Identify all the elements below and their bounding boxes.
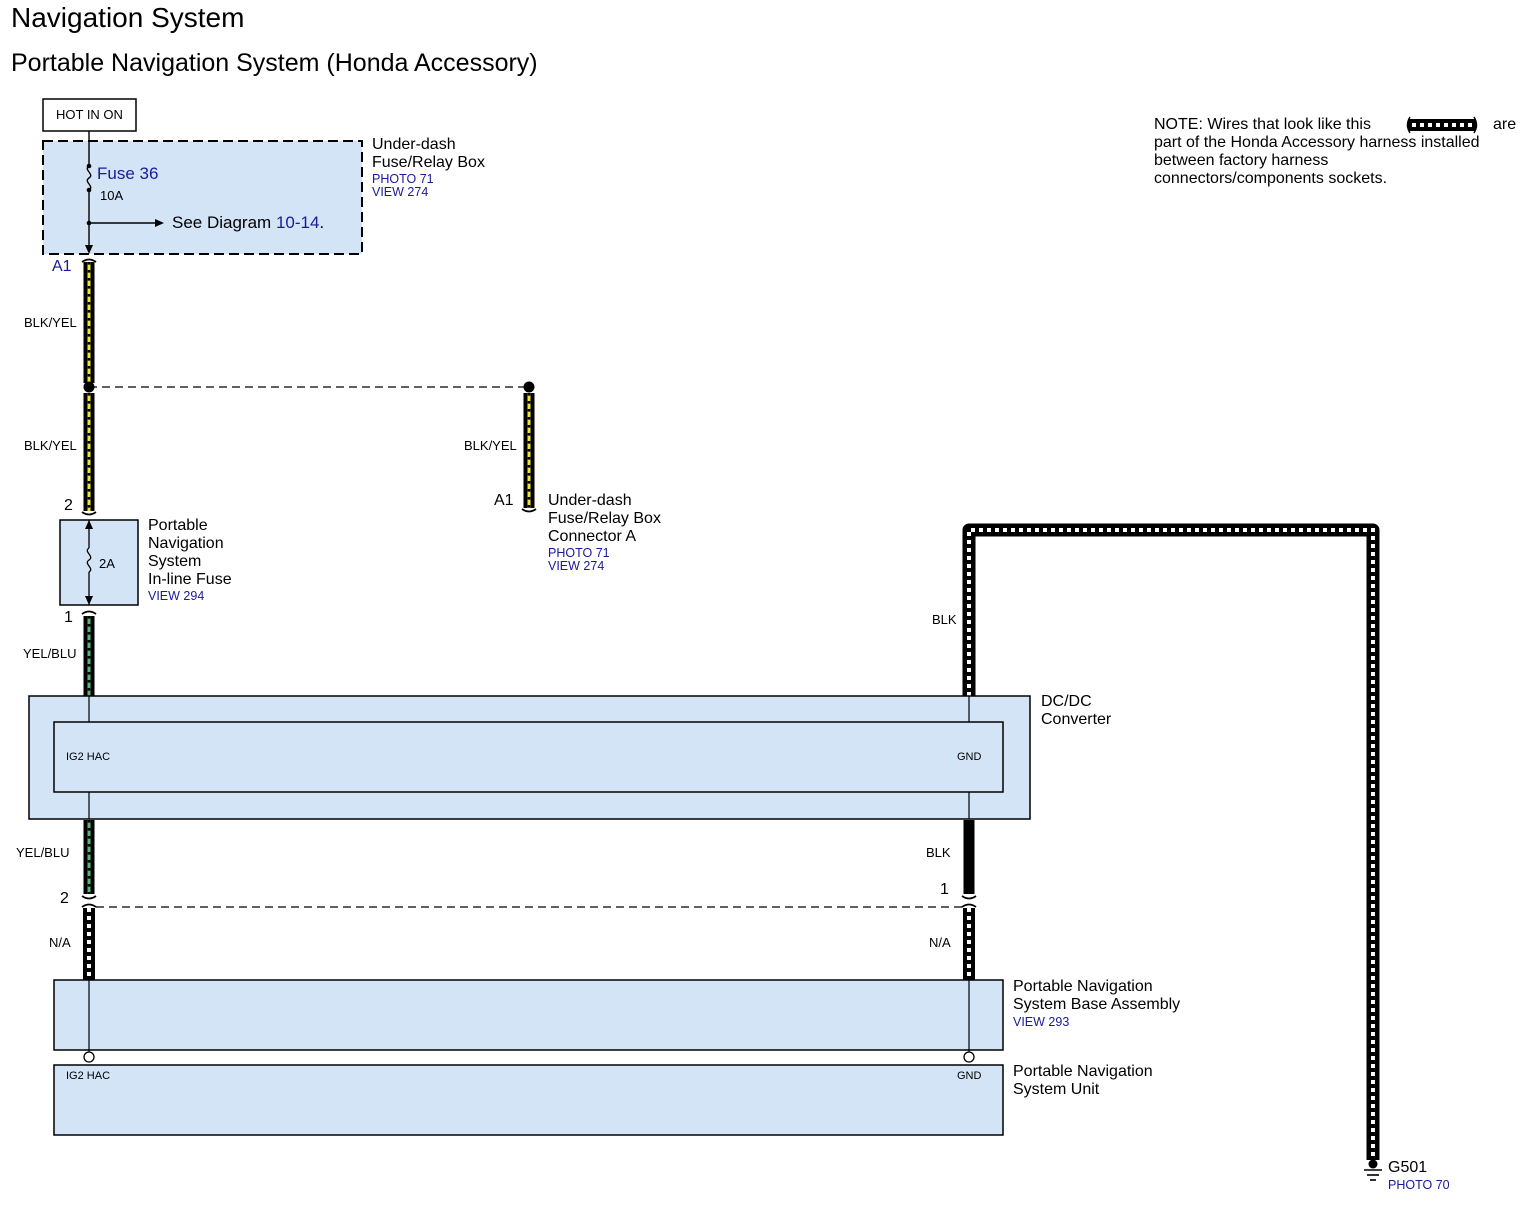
wire-label-blk-2: BLK (926, 845, 951, 860)
note-line-1-post: are (1493, 116, 1517, 133)
pin-inline-in: 2 (64, 497, 73, 514)
nav-unit-terminal-gnd: GND (957, 1070, 982, 1082)
nav-unit-terminal-ig2: IG2 HAC (66, 1070, 111, 1082)
hot-in-on-label: HOT IN ON (56, 107, 123, 122)
see-diagram-text: See Diagram (172, 213, 276, 232)
inline-fuse-rating: 2A (99, 556, 115, 571)
fuse-box-name-2: Fuse/Relay Box (372, 154, 485, 171)
connector-a-name-2: Fuse/Relay Box (548, 510, 661, 527)
inline-fuse-view-link[interactable]: VIEW 294 (148, 589, 205, 603)
note-line-1: NOTE: Wires that look like this (1154, 116, 1371, 134)
dcdc-terminal-gnd: GND (957, 751, 982, 763)
connector-a-name-3: Connector A (548, 528, 637, 545)
ground-photo-link[interactable]: PHOTO 70 (1388, 1178, 1450, 1192)
pin-base-right: 1 (940, 881, 949, 898)
see-diagram-link[interactable]: 10-14 (275, 213, 320, 232)
note-line-3: between factory harness (1154, 152, 1329, 169)
fuse-box-view-link[interactable]: VIEW 274 (372, 185, 429, 199)
wire-label-yel-blu-2: YEL/BLU (16, 845, 70, 860)
dcdc-terminal-ig2: IG2 HAC (66, 751, 111, 763)
wire-label-na-left: N/A (49, 935, 71, 950)
inline-fuse-box (59, 519, 139, 606)
wire-label-blk-yel-3: BLK/YEL (464, 438, 517, 453)
note-sample-wire-icon (1406, 116, 1478, 134)
inline-fuse-name-2: Navigation (148, 535, 224, 552)
nav-unit-name-2: System Unit (1013, 1081, 1100, 1098)
pin-inline-out: 1 (64, 609, 73, 626)
dcdc-name-2: Converter (1041, 711, 1112, 728)
fuse-36-label: Fuse 36 (97, 164, 159, 183)
pin-a1-top: A1 (52, 258, 72, 275)
pin-a1-connector: A1 (494, 492, 514, 509)
page-title: Navigation System (11, 2, 245, 33)
base-terminal-left (83, 1051, 95, 1063)
wire-label-yel-blu-1: YEL/BLU (23, 646, 77, 661)
wire-label-blk-yel-1: BLK/YEL (24, 315, 77, 330)
fuse-36-rating: 10A (100, 188, 124, 203)
nav-unit-name-1: Portable Navigation (1013, 1063, 1153, 1080)
nav-unit-box (53, 1064, 1004, 1136)
wire-label-blk-1: BLK (932, 612, 957, 627)
inline-fuse-name-4: In-line Fuse (148, 571, 232, 588)
see-diagram: See Diagram 10-14. (172, 213, 324, 233)
connector-a-name-1: Under-dash (548, 492, 632, 509)
splice-left (83, 381, 95, 393)
connector-a-view-link[interactable]: VIEW 274 (548, 559, 605, 573)
note-line-1-pre: NOTE: Wires that look like this (1154, 116, 1371, 133)
base-assembly-name-1: Portable Navigation (1013, 978, 1153, 995)
fuse-box-name-1: Under-dash (372, 136, 456, 153)
inline-fuse-name-3: System (148, 553, 202, 570)
base-terminal-right (963, 1051, 975, 1063)
fuse-relay-box (42, 140, 363, 255)
inline-fuse-name-1: Portable (148, 517, 208, 534)
wire-label-blk-yel-2: BLK/YEL (24, 438, 77, 453)
wire-label-na-right: N/A (929, 935, 951, 950)
connector-a-photo-link[interactable]: PHOTO 71 (548, 546, 610, 560)
note-line-2: part of the Honda Accessory harness inst… (1154, 134, 1480, 151)
dcdc-inner (53, 721, 1004, 793)
fuse-box-photo-link[interactable]: PHOTO 71 (372, 172, 434, 186)
dcdc-name-1: DC/DC (1041, 693, 1092, 710)
ground-name: G501 (1388, 1159, 1428, 1176)
see-diagram-period: . (319, 213, 325, 232)
hot-in-on-box (42, 98, 137, 132)
fuse-36-symbol (86, 131, 160, 250)
splice-right (523, 381, 535, 393)
pin-base-left: 2 (60, 890, 69, 907)
base-assembly-view-link[interactable]: VIEW 293 (1013, 1015, 1070, 1029)
base-assembly-box (53, 979, 1004, 1051)
page-subtitle: Portable Navigation System (Honda Access… (11, 49, 538, 77)
base-assembly-name-2: System Base Assembly (1013, 996, 1181, 1013)
note-line-4: connectors/components sockets. (1154, 170, 1388, 187)
